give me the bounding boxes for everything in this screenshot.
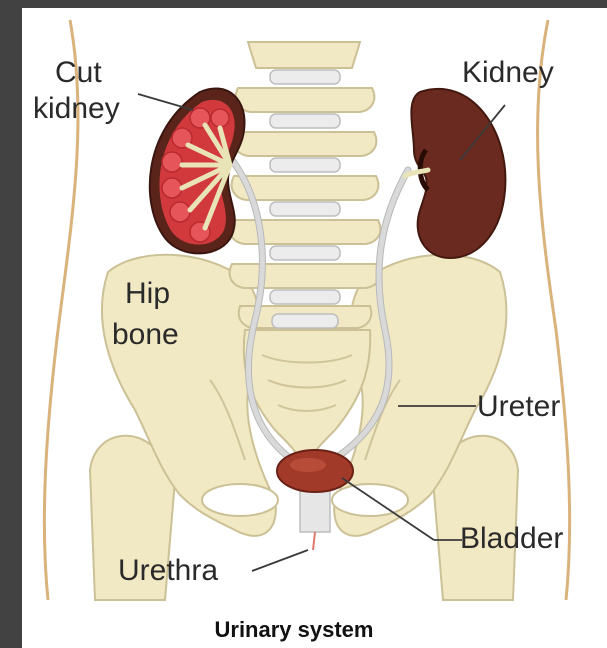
leader-urethra [252,550,308,571]
urethra [300,488,330,550]
kidney [405,89,505,258]
label-cut-kidney-line1: Cut [55,56,102,89]
bladder [277,450,353,492]
label-hip-bone-line1: Hip [125,277,170,310]
label-ureter: Ureter [477,390,560,423]
caption: Urinary system [215,617,374,642]
body-outline-right [538,20,570,600]
label-bladder: Bladder [460,522,563,555]
spine [230,42,381,328]
label-urethra: Urethra [118,554,218,587]
label-hip-bone-line2: bone [112,318,179,351]
leader-cut-kidney [138,94,193,110]
label-kidney: Kidney [462,56,554,89]
cut-kidney [150,88,245,253]
label-cut-kidney-line2: kidney [33,92,120,125]
